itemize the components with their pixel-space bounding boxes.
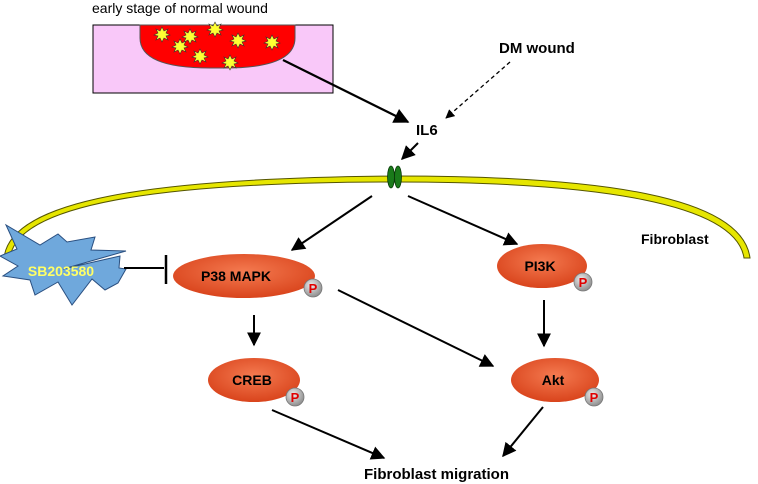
creb-ellipse: [208, 358, 300, 402]
migration-label: Fibroblast migration: [364, 466, 509, 483]
node-p38-mapk: P38 MAPK P: [173, 254, 323, 298]
pi3k-phospho-label: P: [579, 275, 588, 290]
creb-phospho-badge: [285, 387, 305, 407]
akt-label: Akt: [542, 372, 565, 388]
pi3k-ellipse: [497, 244, 587, 288]
fibroblast-label: Fibroblast: [641, 231, 709, 247]
arrow-dm-to-il6: [445, 61, 511, 119]
platelet: [191, 48, 209, 65]
platelets: [153, 21, 281, 71]
platelet: [221, 54, 239, 71]
wound-blood: [139, 24, 296, 69]
node-pi3k: PI3K P: [497, 244, 593, 292]
akt-phospho-badge: [584, 387, 604, 407]
arrow-creb-to-migration: [271, 409, 386, 460]
inhibitor-sb203580: SB203580: [0, 223, 127, 306]
platelet: [181, 28, 199, 45]
node-akt: Akt P: [511, 358, 604, 407]
pi3k-phospho-badge: [573, 272, 593, 292]
platelet: [229, 32, 247, 49]
p38-ellipse: [173, 254, 315, 298]
pi3k-label: PI3K: [524, 258, 555, 274]
creb-label: CREB: [232, 372, 272, 388]
arrow-receptor-to-pi3k: [407, 195, 519, 246]
node-creb: CREB P: [208, 358, 305, 407]
receptor-subunit-left: [387, 165, 395, 189]
p38-label: P38 MAPK: [201, 268, 271, 284]
arrow-il6-to-receptor: [401, 142, 419, 160]
dm-wound-label: DM wound: [499, 40, 575, 57]
arrow-receptor-to-p38: [290, 195, 373, 251]
inhibitor-label: SB203580: [28, 263, 94, 279]
inhibitor-burst: [0, 223, 127, 306]
il6-receptor: [387, 165, 402, 189]
platelet: [206, 21, 224, 38]
platelet: [263, 34, 281, 51]
cell-membrane: [3, 175, 751, 259]
platelet: [153, 26, 171, 43]
normal-wound-label: early stage of normal wound: [92, 0, 268, 16]
arrow-normal-to-il6: [282, 59, 410, 123]
akt-ellipse: [511, 358, 599, 402]
arrow-p38-to-akt: [337, 289, 495, 367]
creb-phospho-label: P: [291, 390, 300, 405]
receptor-subunit-right: [394, 165, 402, 189]
il6-label: IL6: [416, 122, 438, 139]
akt-phospho-label: P: [590, 390, 599, 405]
arrow-akt-to-migration: [502, 406, 544, 458]
wound-illustration: [92, 21, 334, 94]
p38-phospho-label: P: [309, 281, 318, 296]
p38-phospho-badge: [303, 278, 323, 298]
